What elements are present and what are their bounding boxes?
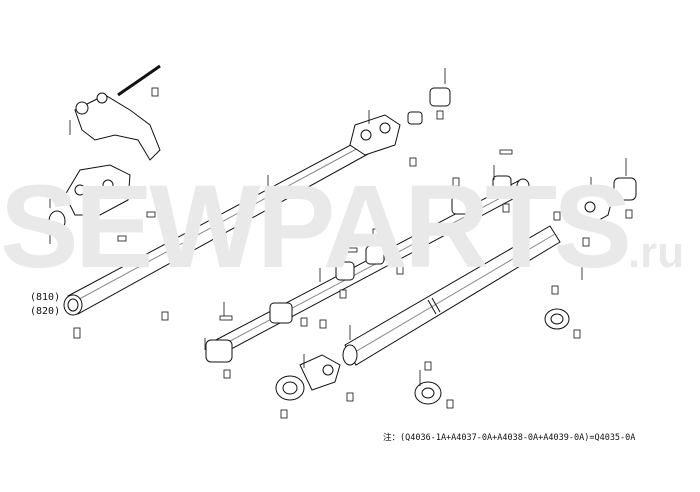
clamp-block: [349, 87, 451, 156]
lower-collars: [275, 308, 570, 405]
watermark: SEWPARTS.ru: [0, 168, 700, 286]
crank-assembly: [48, 64, 161, 232]
screws: [73, 87, 633, 419]
shaft-collars: [205, 175, 512, 363]
variant-label-820: (820): [30, 306, 61, 317]
variant-label-810: (810): [30, 292, 61, 303]
leader-lines: [49, 68, 627, 386]
assembly-note: 注：(Q4036-1A+A4037-0A+A4038-0A+A4039-0A)=…: [383, 433, 636, 443]
lower-right-shaft: [342, 225, 561, 366]
upper-long-shaft: [63, 139, 369, 316]
watermark-suffix: .ru: [627, 228, 685, 277]
right-crank-block: [569, 177, 637, 229]
watermark-brand: SEWPARTS: [0, 161, 632, 293]
